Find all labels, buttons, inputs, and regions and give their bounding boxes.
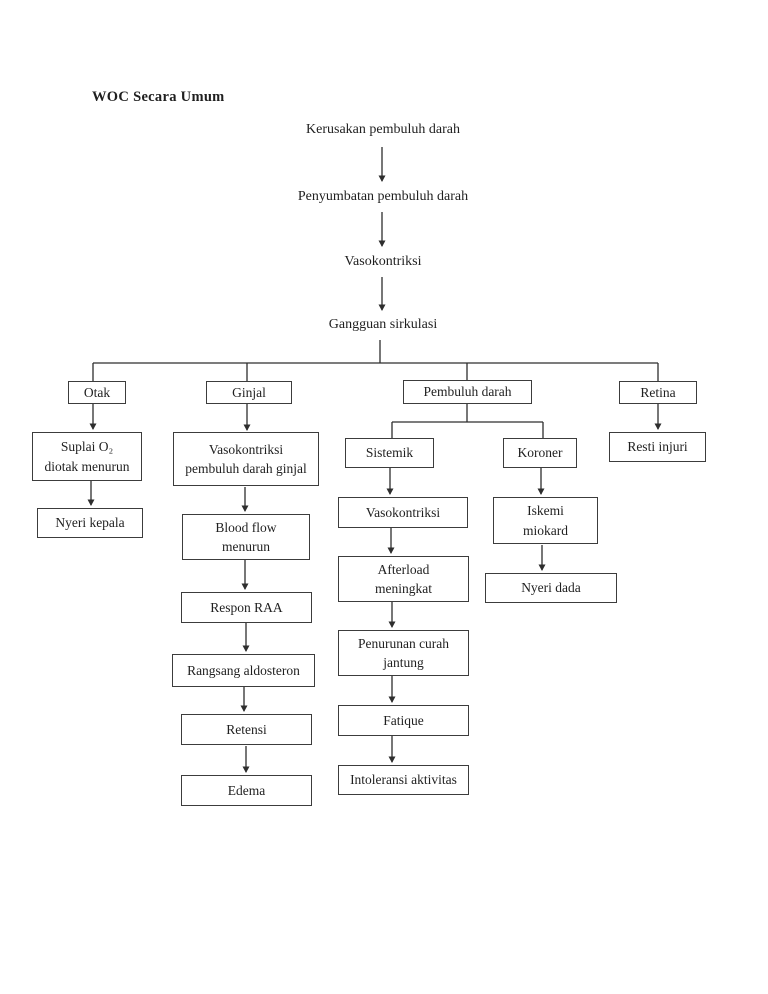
node-blood-flow-menurun: Blood flow menurun xyxy=(182,514,310,560)
node-intoleransi-aktivitas: Intoleransi aktivitas xyxy=(338,765,469,795)
node-afterload-meningkat: Afterload meningkat xyxy=(338,556,469,602)
node-suplai-o2-diotak-menurun: Suplai O₂ diotak menurun xyxy=(32,432,142,481)
node-kerusakan-pembuluh-darah: Kerusakan pembuluh darah xyxy=(306,122,460,137)
node-koroner: Koroner xyxy=(503,438,577,468)
node-nyeri-kepala: Nyeri kepala xyxy=(37,508,143,538)
node-gangguan-sirkulasi: Gangguan sirkulasi xyxy=(328,317,438,332)
node-iskemi-miokard: Iskemi miokard xyxy=(493,497,598,544)
node-vasokontriksi: Vasokontriksi xyxy=(344,254,422,269)
node-vasokontriksi-pembuluh-darah-ginjal: Vasokontriksi pembuluh darah ginjal xyxy=(173,432,319,486)
node-nyeri-dada: Nyeri dada xyxy=(485,573,617,603)
node-resti-injuri: Resti injuri xyxy=(609,432,706,462)
node-pembuluh-darah: Pembuluh darah xyxy=(403,380,532,404)
node-fatique: Fatique xyxy=(338,705,469,736)
node-ginjal: Ginjal xyxy=(206,381,292,404)
node-retensi: Retensi xyxy=(181,714,312,745)
node-respon-raa: Respon RAA xyxy=(181,592,312,623)
node-retina: Retina xyxy=(619,381,697,404)
node-penyumbatan-pembuluh-darah: Penyumbatan pembuluh darah xyxy=(297,189,469,204)
node-otak: Otak xyxy=(68,381,126,404)
node-vasokontriksi-sistemik: Vasokontriksi xyxy=(338,497,468,528)
node-sistemik: Sistemik xyxy=(345,438,434,468)
page-title: WOC Secara Umum xyxy=(92,89,225,105)
node-penurunan-curah-jantung: Penurunan curah jantung xyxy=(338,630,469,676)
node-edema: Edema xyxy=(181,775,312,806)
node-rangsang-aldosteron: Rangsang aldosteron xyxy=(172,654,315,687)
